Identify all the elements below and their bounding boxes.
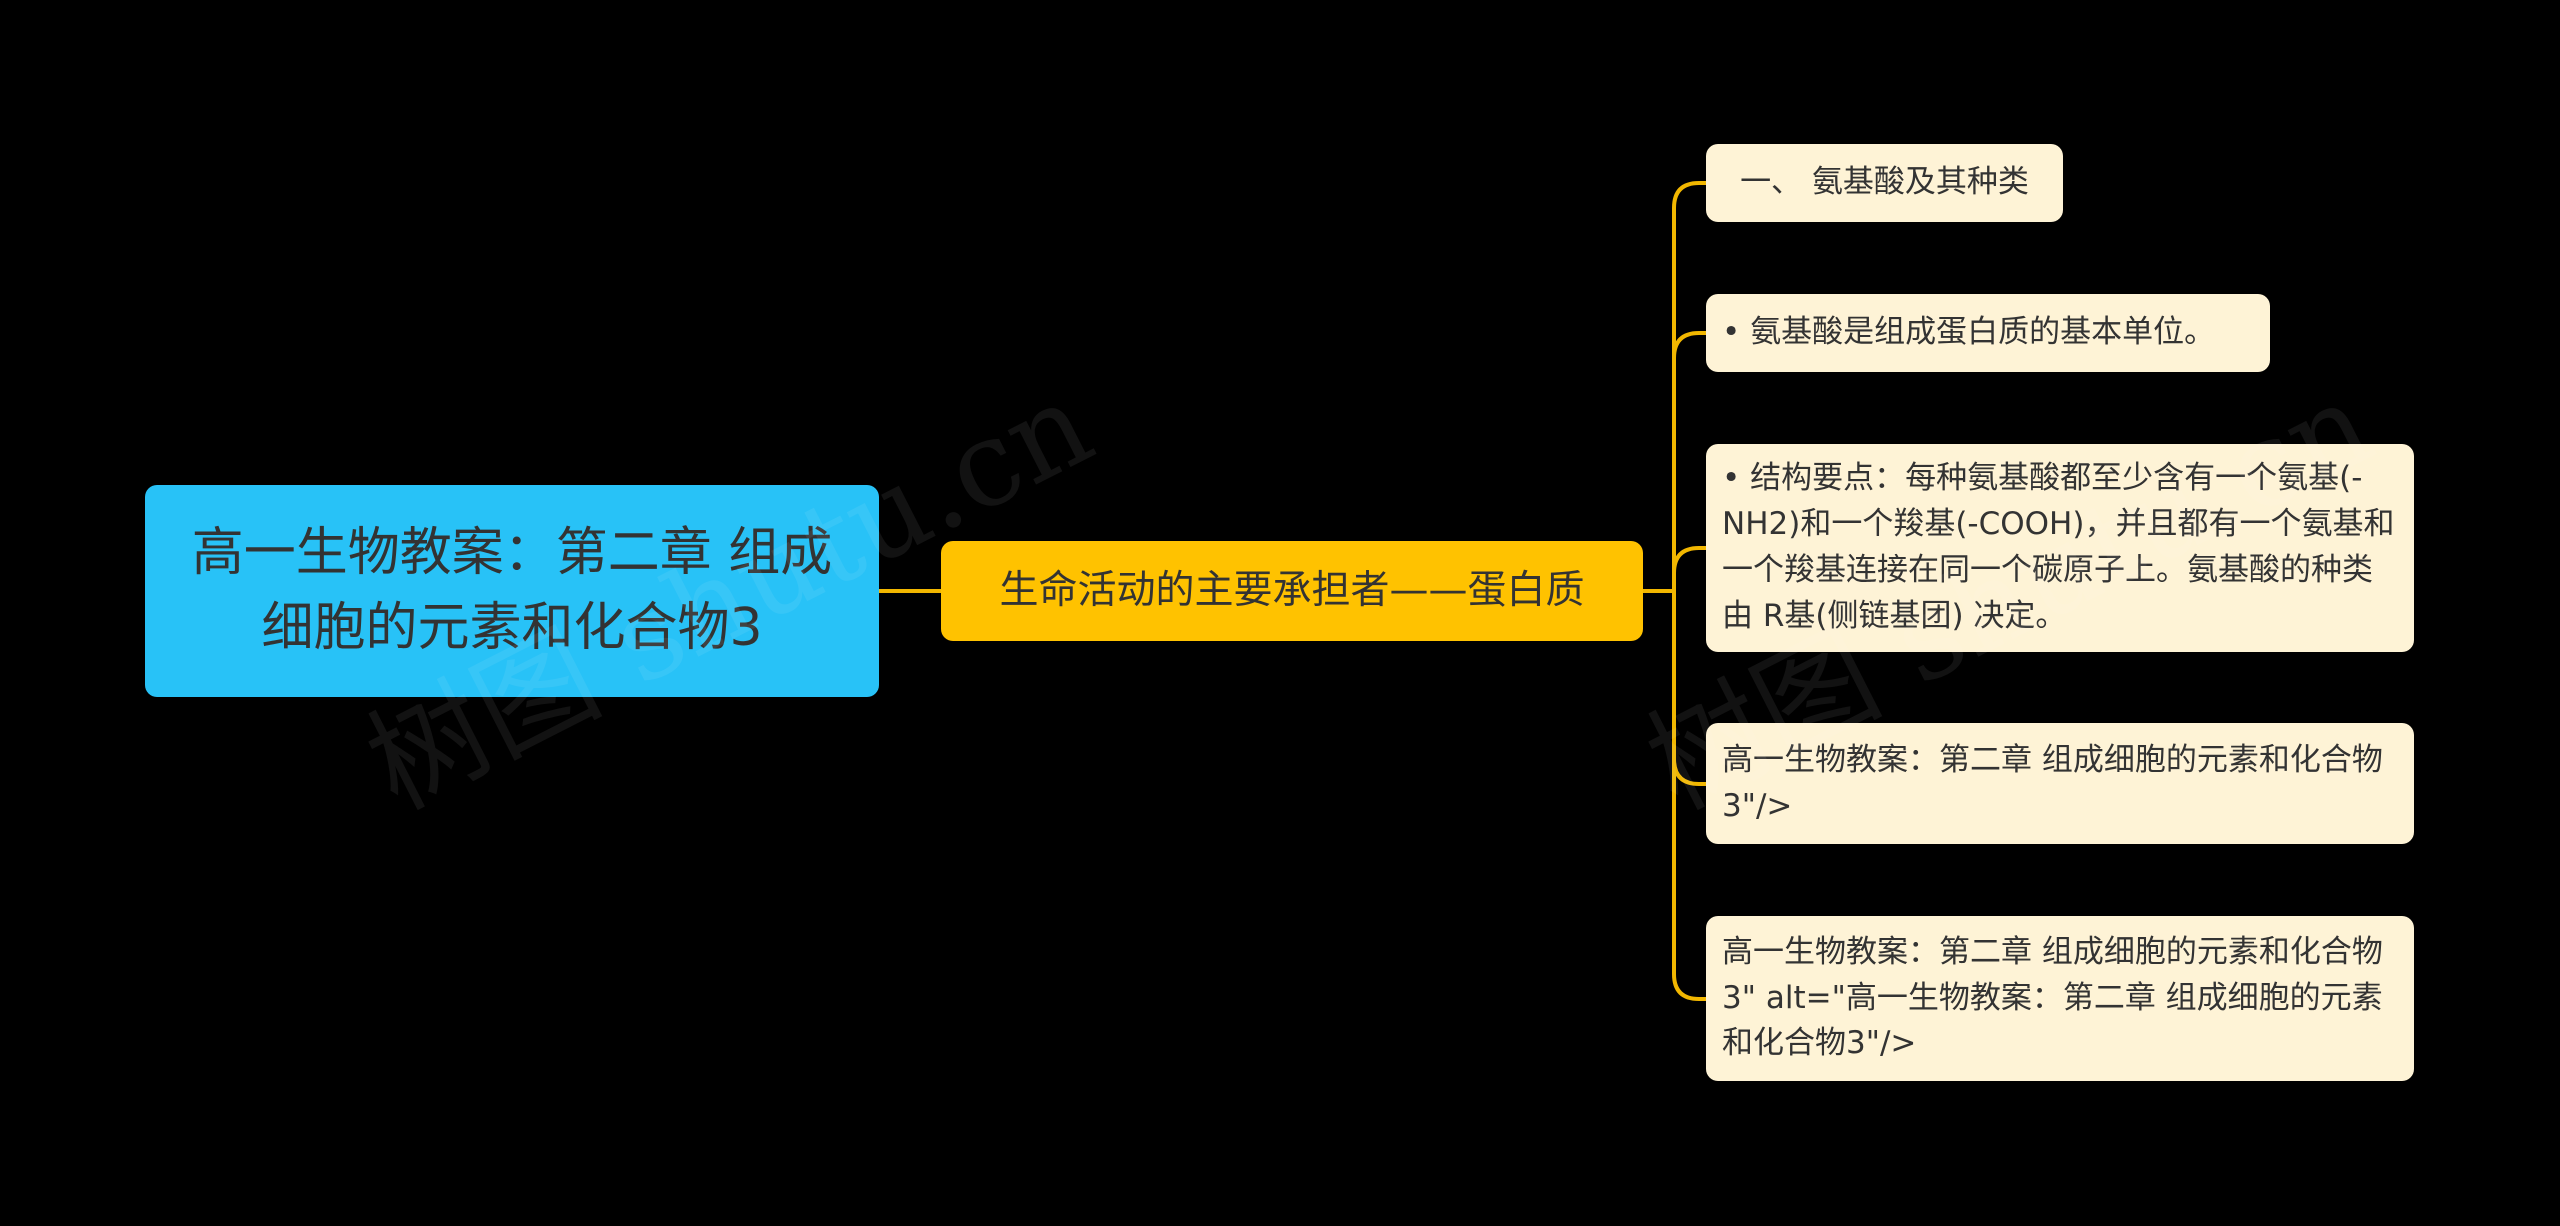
leaf-label: • 氨基酸是组成蛋白质的基本单位。 <box>1722 314 2216 351</box>
leaf-topic-title-fragment[interactable]: 高一生物教案：第二章 组成细胞的元素和化合物3"/> <box>1706 723 2414 844</box>
leaf-label: 高一生物教案：第二章 组成细胞的元素和化合物3" alt="高一生物教案：第二章… <box>1722 933 2383 1062</box>
leaf-topic-structure-points[interactable]: • 结构要点：每种氨基酸都至少含有一个氨基(-NH2)和一个羧基(-COOH)，… <box>1706 444 2414 652</box>
leaf-label: 高一生物教案：第二章 组成细胞的元素和化合物3"/> <box>1722 741 2383 824</box>
leaf-label: 一、 氨基酸及其种类 <box>1740 164 2029 201</box>
spine-to-leaf-5-connector <box>1672 589 1708 1001</box>
leaf-label: • 结构要点：每种氨基酸都至少含有一个氨基(-NH2)和一个羧基(-COOH)，… <box>1722 460 2395 634</box>
spine-to-leaf-2-connector <box>1672 331 1708 593</box>
main-branch-topic[interactable]: 生命活动的主要承担者——蛋白质 <box>941 541 1643 641</box>
spine-to-leaf-1-connector <box>1672 181 1708 593</box>
spine-to-leaf-3-connector <box>1672 546 1708 593</box>
leaf-topic-amino-acid-heading[interactable]: 一、 氨基酸及其种类 <box>1706 144 2063 222</box>
main-branch-label: 生命活动的主要承担者——蛋白质 <box>999 568 1585 614</box>
leaf-topic-title-alt-fragment[interactable]: 高一生物教案：第二章 组成细胞的元素和化合物3" alt="高一生物教案：第二章… <box>1706 916 2414 1081</box>
spine-to-leaf-4-connector <box>1672 589 1708 786</box>
leaf-topic-basic-unit[interactable]: • 氨基酸是组成蛋白质的基本单位。 <box>1706 294 2270 372</box>
root-topic[interactable]: 高一生物教案：第二章 组成细胞的元素和化合物3 <box>145 485 879 697</box>
root-topic-label: 高一生物教案：第二章 组成细胞的元素和化合物3 <box>191 522 833 658</box>
